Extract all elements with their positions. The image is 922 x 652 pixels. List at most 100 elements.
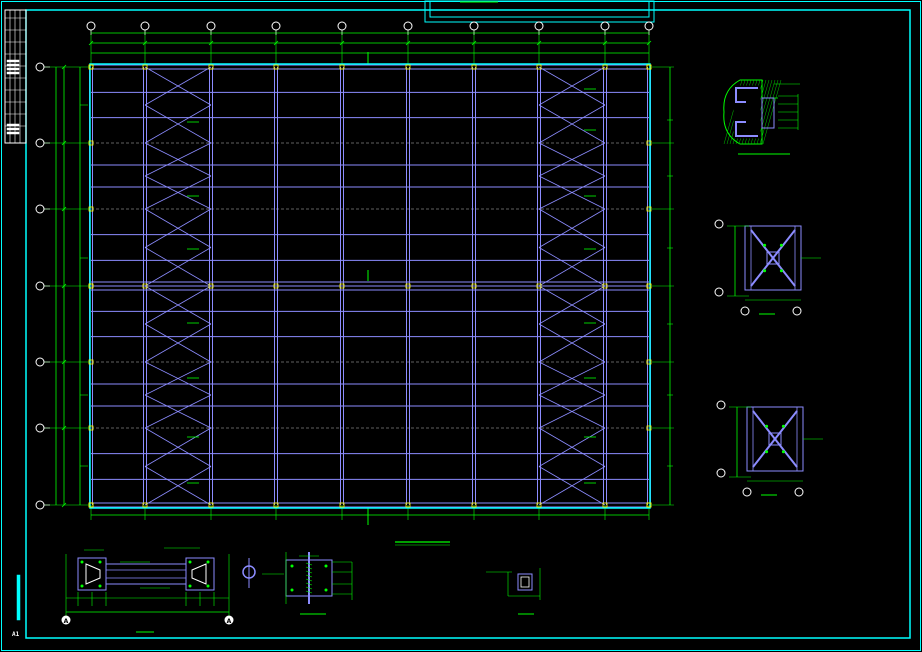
bolt	[324, 564, 328, 568]
plate	[761, 97, 775, 129]
column-marker	[646, 64, 652, 70]
bracing	[538, 323, 606, 363]
detail-axis-bubble	[714, 219, 724, 229]
weld-mark	[305, 574, 313, 578]
inner-border	[25, 9, 911, 639]
column-marker	[602, 64, 608, 70]
bracing	[144, 142, 212, 177]
bolt	[80, 560, 84, 564]
axis-bubble-top	[337, 21, 347, 31]
weld-mark	[305, 590, 313, 594]
axis-mark-left: A	[64, 618, 69, 625]
column-marker	[88, 140, 94, 146]
detail-axis-bubble	[742, 487, 752, 497]
top-tab-inner	[429, 0, 650, 18]
dim-tick	[61, 425, 67, 431]
bolt	[765, 424, 769, 428]
column-marker	[646, 206, 652, 212]
grid-axis-bubbles	[35, 21, 654, 510]
bolt	[781, 424, 785, 428]
column-marker	[646, 283, 652, 289]
detail-bolt	[242, 558, 284, 588]
bracing	[538, 394, 606, 429]
column-marker	[536, 502, 542, 508]
brace-member	[750, 229, 796, 287]
bracing	[144, 427, 212, 467]
section-box	[517, 573, 533, 591]
axis-bubble-top	[469, 21, 479, 31]
column-marker	[536, 283, 542, 289]
column-marker	[471, 64, 477, 70]
dim-tick	[339, 40, 345, 46]
bracing	[538, 427, 606, 467]
axis-bubble-top	[86, 21, 96, 31]
column-marker	[273, 283, 279, 289]
detail-axis-bubble	[794, 487, 804, 497]
haunch	[85, 563, 207, 585]
title-strip-text	[6, 59, 20, 63]
title-strip-text	[6, 63, 20, 67]
weld-mark	[305, 578, 313, 582]
hatch-mask	[733, 85, 761, 139]
hatch-line	[762, 79, 782, 145]
bolt	[80, 584, 84, 588]
bolt	[763, 243, 767, 247]
title-strip-text	[6, 127, 20, 131]
detail-axis-bubble	[714, 287, 724, 297]
weld-mark	[305, 582, 313, 586]
bracing	[144, 323, 212, 363]
axis-bubble-left	[35, 204, 45, 214]
dim-tick	[61, 64, 67, 70]
bracing	[144, 466, 212, 506]
bolt	[765, 450, 769, 454]
dim-tick	[273, 40, 279, 46]
dim-tick	[405, 40, 411, 46]
gusset-plate	[768, 432, 782, 446]
axis-bubble-top	[206, 21, 216, 31]
bolt	[763, 269, 767, 273]
bracing	[538, 208, 606, 248]
bracing	[538, 285, 606, 325]
bolt	[188, 584, 192, 588]
column-marker	[646, 502, 652, 508]
bracing	[144, 285, 212, 325]
axis-bubble-top	[600, 21, 610, 31]
column-marker	[88, 425, 94, 431]
axis-bubble-top	[140, 21, 150, 31]
top-tab	[424, 0, 655, 23]
gusset-plate	[766, 251, 780, 265]
column-marker	[471, 502, 477, 508]
axis-bubble-left	[35, 500, 45, 510]
axis-bubble-left	[35, 423, 45, 433]
detail-section-1	[723, 79, 800, 155]
section-core	[520, 576, 530, 588]
vertical-note	[16, 574, 21, 621]
axis-bubble-left	[35, 281, 45, 291]
bolt	[781, 450, 785, 454]
column-marker	[339, 502, 345, 508]
column-marker	[339, 283, 345, 289]
column-marker	[142, 283, 148, 289]
dim-tick	[536, 40, 542, 46]
column-marker	[273, 502, 279, 508]
column-marker	[88, 283, 94, 289]
axis-bubble-top	[403, 21, 413, 31]
detail-bolted-plate	[285, 552, 353, 615]
column-marker	[142, 502, 148, 508]
axis-bubble-top	[534, 21, 544, 31]
bracing	[538, 66, 606, 106]
axis-bubble-top	[644, 21, 654, 31]
detail-axis-bubble	[792, 306, 802, 316]
title-strip-text	[6, 123, 20, 127]
c-section	[735, 87, 758, 137]
title-strip-text	[6, 71, 20, 75]
title-block	[4, 9, 27, 621]
dim-tick	[142, 40, 148, 46]
detail-axis-bubble	[740, 306, 750, 316]
column-marker	[602, 502, 608, 508]
bolt	[779, 243, 783, 247]
brace-member	[752, 410, 798, 468]
title-strip	[4, 9, 27, 144]
dim-tick	[88, 40, 94, 46]
